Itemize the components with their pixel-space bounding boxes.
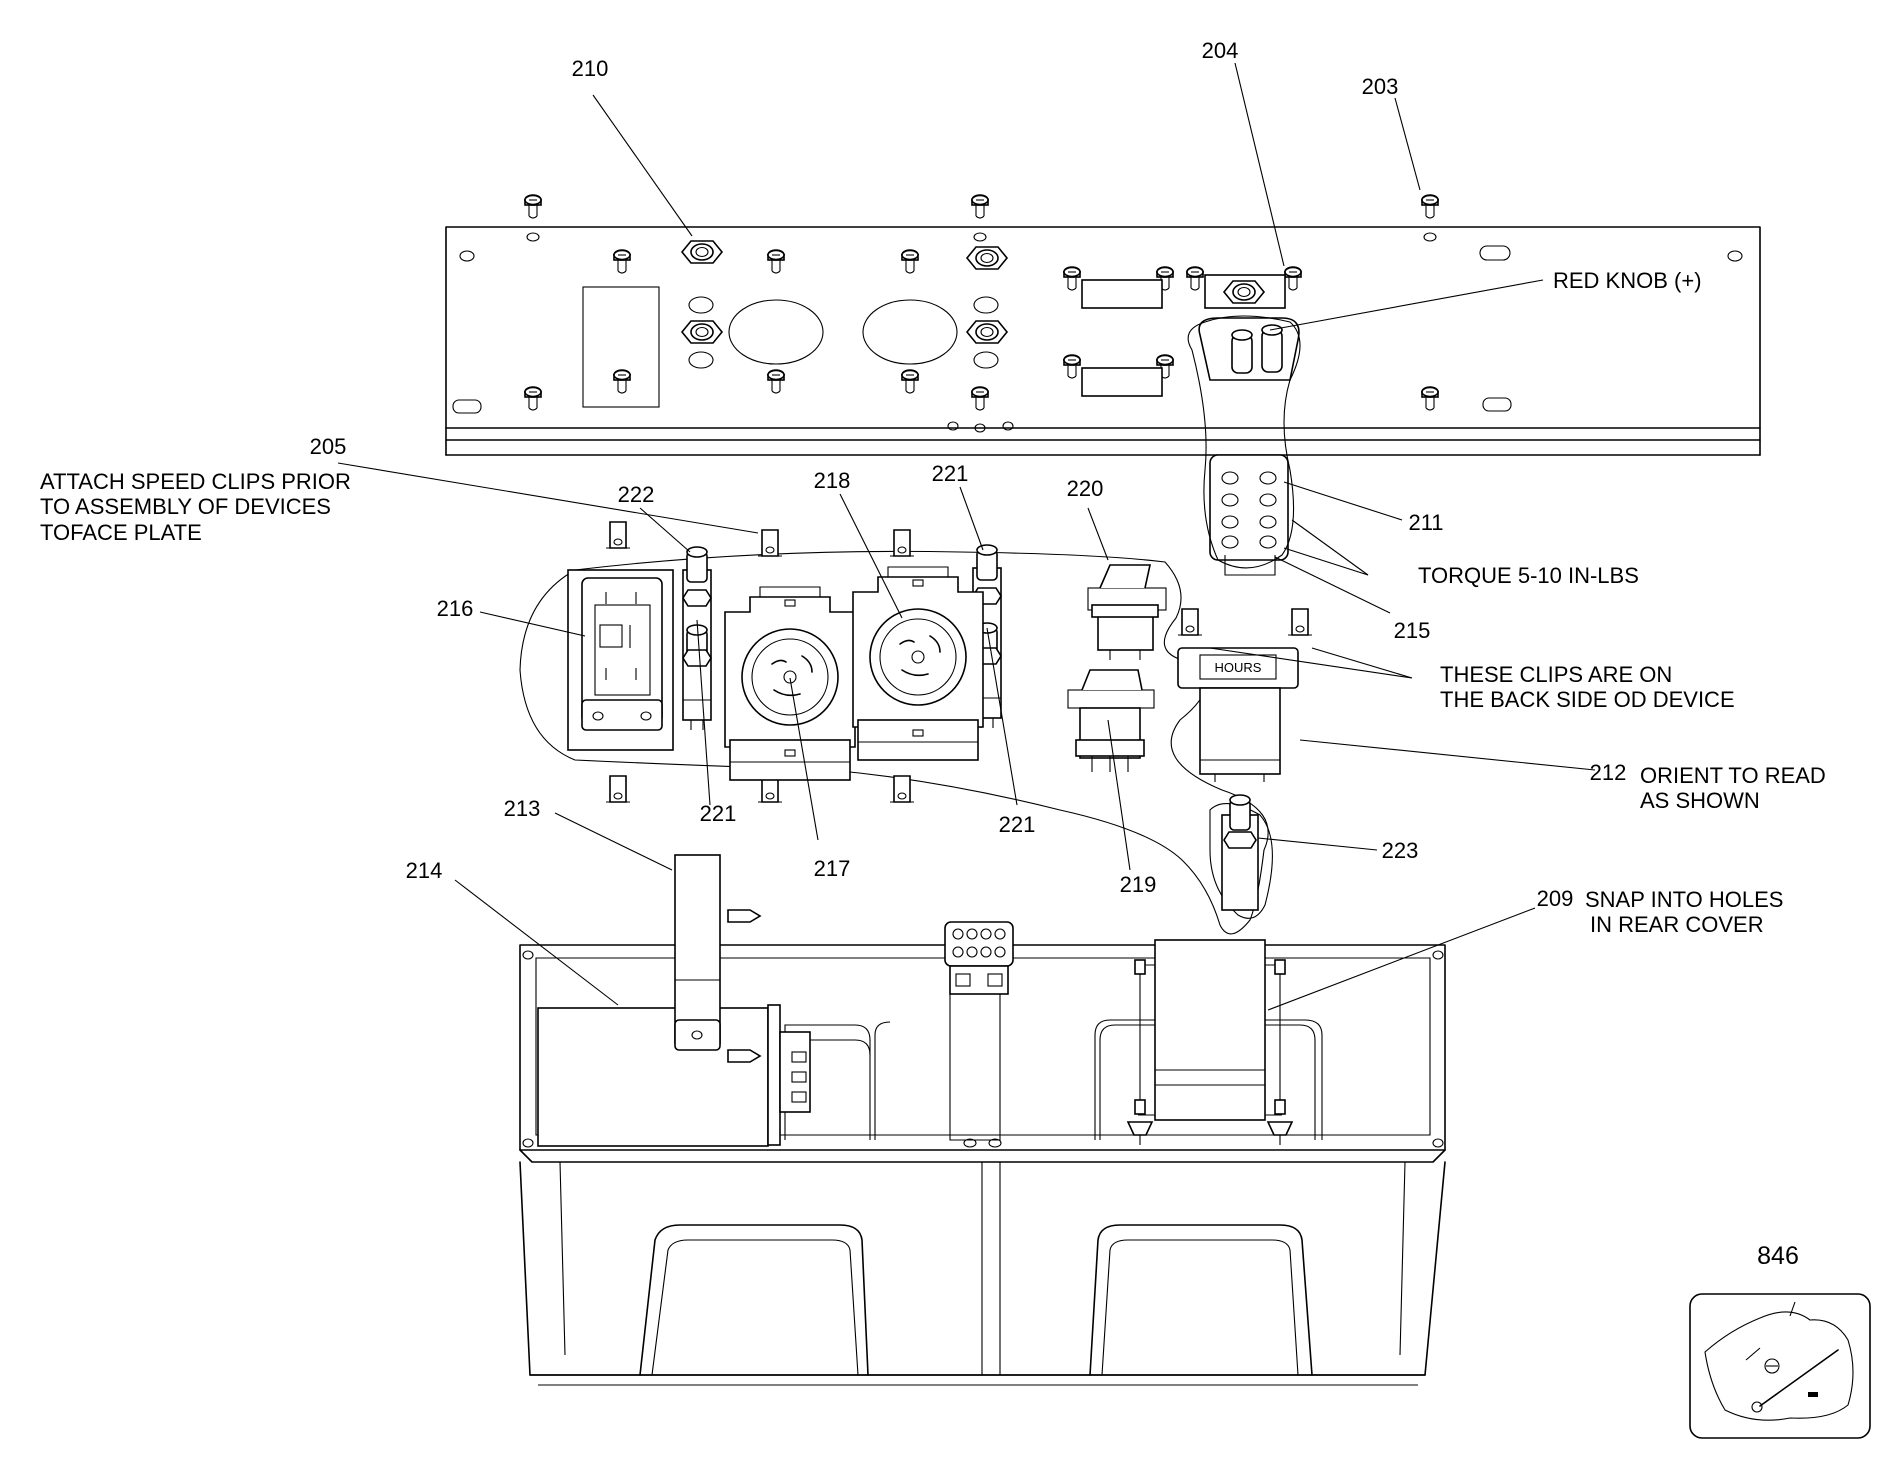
callout-205: 205 bbox=[310, 434, 347, 459]
screw-icon bbox=[524, 386, 542, 411]
screw-icon bbox=[971, 386, 989, 411]
nut-icon bbox=[966, 246, 1008, 270]
callout-216: 216 bbox=[437, 596, 474, 621]
callout-211: 211 bbox=[1408, 510, 1443, 535]
nut-icon bbox=[681, 320, 723, 344]
switch-220 bbox=[1087, 564, 1167, 660]
note-red-knob: RED KNOB (+) bbox=[1553, 268, 1702, 293]
nut-icon bbox=[681, 240, 723, 264]
receptacle-214 bbox=[537, 1004, 871, 1147]
note-back-side-line2: THE BACK SIDE OD DEVICE bbox=[1440, 687, 1735, 712]
callout-221-left: 221 bbox=[700, 801, 737, 826]
speed-clip-icon bbox=[605, 775, 631, 803]
hardware-bag-icon bbox=[1689, 1293, 1871, 1439]
speed-clip-icon bbox=[889, 529, 915, 557]
rear-cover bbox=[519, 944, 1446, 1386]
screw-icon bbox=[1421, 194, 1439, 219]
speed-clip-icon bbox=[1287, 608, 1313, 636]
nut-icon bbox=[966, 320, 1008, 344]
switch-219 bbox=[1067, 669, 1155, 772]
note-torque: TORQUE 5-10 IN-LBS bbox=[1418, 563, 1639, 588]
callout-213: 213 bbox=[504, 796, 541, 821]
callout-204: 204 bbox=[1202, 38, 1239, 63]
speed-clip-icon bbox=[605, 521, 631, 549]
screw-icon bbox=[767, 369, 785, 394]
callout-215: 215 bbox=[1394, 618, 1431, 643]
callout-212: 212 bbox=[1590, 760, 1627, 785]
callout-214: 214 bbox=[406, 858, 443, 883]
note-back-side-line1: THESE CLIPS ARE ON bbox=[1440, 662, 1672, 687]
speed-clip-icon bbox=[757, 529, 783, 557]
screw-icon bbox=[767, 249, 785, 274]
circuit-breaker bbox=[682, 546, 712, 731]
callout-218: 218 bbox=[814, 468, 851, 493]
screw-icon bbox=[1186, 266, 1204, 291]
screw-icon bbox=[1284, 266, 1302, 291]
bracket-213 bbox=[674, 854, 762, 1063]
screw-icon bbox=[1063, 354, 1081, 379]
callout-217: 217 bbox=[814, 856, 851, 881]
screw-icon bbox=[1063, 266, 1081, 291]
twist-lock-receptacle bbox=[724, 586, 856, 781]
callout-209: 209 bbox=[1537, 886, 1574, 911]
screw-icon bbox=[1421, 386, 1439, 411]
note-orient-line1: ORIENT TO READ bbox=[1640, 763, 1826, 788]
speed-clip-icon bbox=[1177, 608, 1203, 636]
callout-203: 203 bbox=[1362, 74, 1399, 99]
callout-221-right: 221 bbox=[999, 812, 1036, 837]
screw-icon bbox=[901, 369, 919, 394]
screw-icon bbox=[524, 194, 542, 219]
callout-223: 223 bbox=[1382, 838, 1419, 863]
note-snap-line1: SNAP INTO HOLES bbox=[1585, 887, 1783, 912]
module-209 bbox=[1126, 939, 1294, 1145]
twist-lock-receptacle bbox=[852, 566, 984, 761]
hour-meter: HOURS bbox=[1177, 647, 1299, 782]
callout-220: 220 bbox=[1067, 476, 1104, 501]
hour-meter-label: HOURS bbox=[1215, 660, 1262, 675]
multi-pin-connector bbox=[944, 921, 1014, 995]
screw-icon bbox=[901, 249, 919, 274]
note-orient-line2: AS SHOWN bbox=[1640, 788, 1760, 813]
callout-846: 846 bbox=[1757, 1242, 1799, 1270]
speed-clip-icon bbox=[889, 775, 915, 803]
note-speed-clips-line3: TOFACE PLATE bbox=[40, 520, 202, 545]
callout-210: 210 bbox=[572, 56, 609, 81]
screw-icon bbox=[613, 369, 631, 394]
callout-222: 222 bbox=[618, 482, 655, 507]
callout-221-top: 221 bbox=[932, 461, 969, 486]
face-plate bbox=[445, 194, 1761, 456]
nut-icon bbox=[1223, 280, 1265, 304]
note-snap-line2: IN REAR COVER bbox=[1590, 912, 1764, 937]
note-speed-clips-line1: ATTACH SPEED CLIPS PRIOR bbox=[40, 469, 351, 494]
screw-icon bbox=[971, 194, 989, 219]
gfci-receptacle bbox=[567, 569, 674, 751]
terminal-block bbox=[1187, 315, 1301, 576]
leader-lines bbox=[337, 62, 1596, 1011]
callout-219: 219 bbox=[1120, 872, 1157, 897]
circuit-breaker-223 bbox=[1209, 794, 1273, 919]
screw-icon bbox=[613, 249, 631, 274]
note-speed-clips-line2: TO ASSEMBLY OF DEVICES bbox=[40, 494, 331, 519]
